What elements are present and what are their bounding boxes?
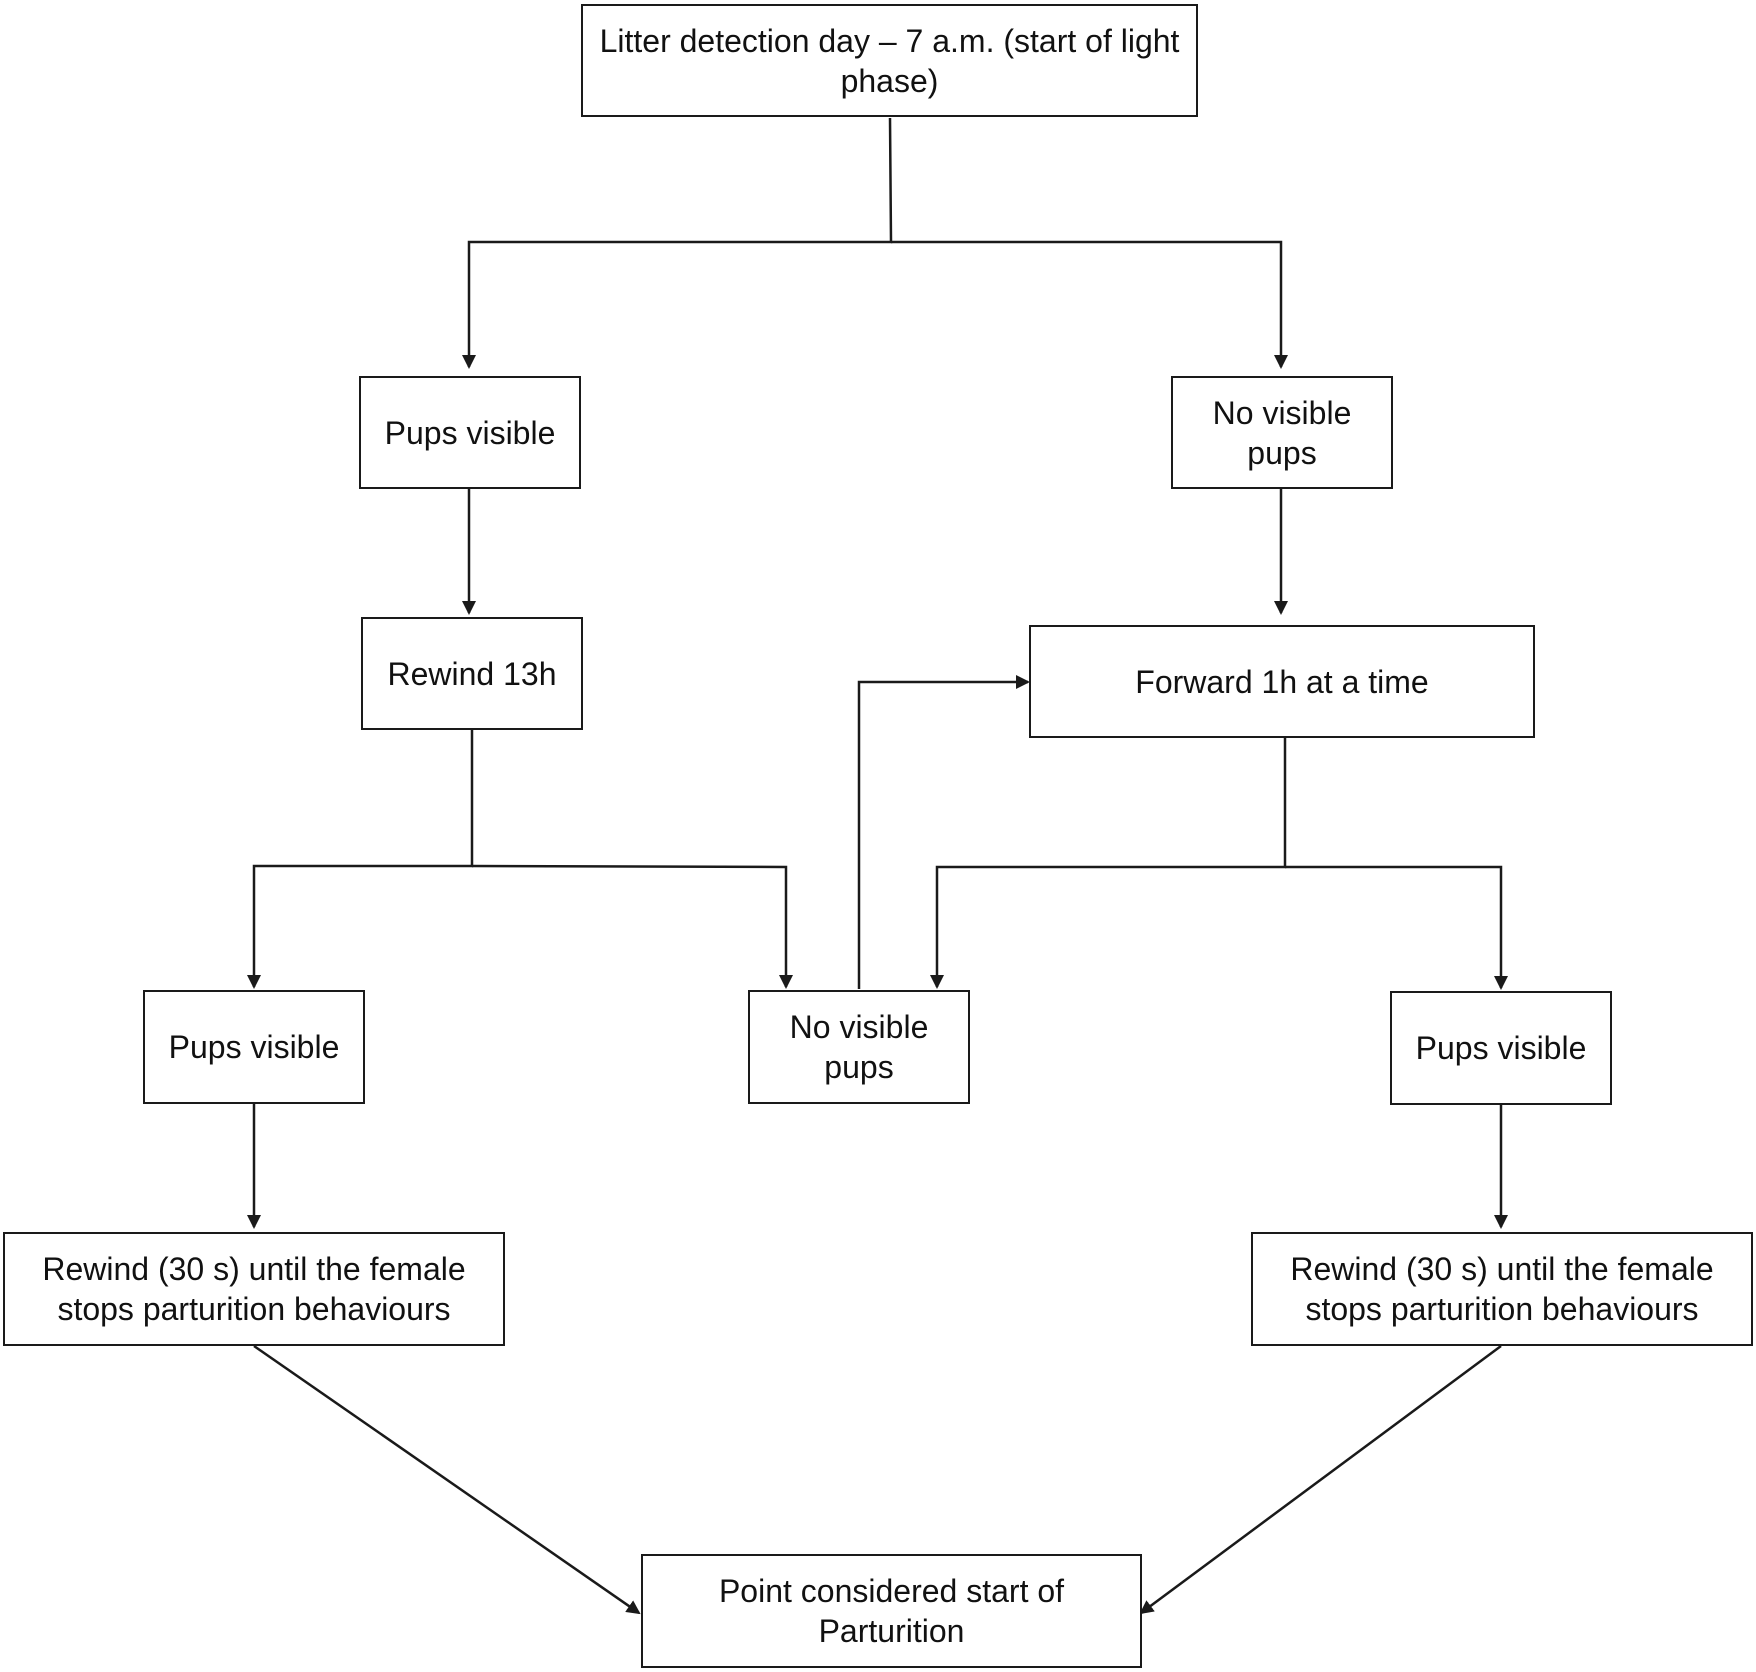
edge-rewind-13h-to-no-visible-pups-2 [471,864,793,989]
node-start-label: Litter detection day – 7 a.m. (start of … [599,22,1180,99]
node-pups-visible-1-label: Pups visible [384,414,556,451]
edge-start-to-pups-visible-1 [462,117,893,369]
node-no-visible-pups-1-label: No visible pups [1212,394,1352,471]
edge-rewind-30s-left-to-end [253,1344,641,1615]
node-rewind-30s-right: Rewind (30 s) until the female stops par… [1251,1232,1753,1346]
node-pups-visible-3: Pups visible [1390,991,1612,1105]
edge-rewind-13h-to-pups-visible-2 [247,730,474,989]
node-pups-visible-2-label: Pups visible [168,1029,340,1065]
node-end: Point considered start of Parturition [641,1554,1142,1668]
node-pups-visible-3-label: Pups visible [1415,1030,1587,1066]
node-no-visible-pups-2-label: No visible pups [789,1009,929,1085]
node-forward-1h-label: Forward 1h at a time [1135,663,1429,700]
node-rewind-30s-right-label: Rewind (30 s) until the female stops par… [1290,1251,1714,1327]
node-rewind-13h: Rewind 13h [361,617,583,730]
node-rewind-30s-left: Rewind (30 s) until the female stops par… [3,1232,505,1346]
node-pups-visible-1: Pups visible [359,376,581,489]
node-start: Litter detection day – 7 a.m. (start of … [581,4,1198,117]
edge-rewind-30s-right-to-end [1139,1344,1502,1615]
node-rewind-13h-label: Rewind 13h [387,655,557,692]
node-forward-1h: Forward 1h at a time [1029,625,1535,738]
node-pups-visible-2: Pups visible [143,990,365,1104]
edge-no-visible-pups-2-to-forward-1h [857,675,1030,989]
edge-forward-1h-to-pups-visible-3 [1285,865,1508,990]
node-no-visible-pups-2: No visible pups [748,990,970,1104]
node-no-visible-pups-1: No visible pups [1171,376,1393,489]
edge-forward-1h-to-no-visible-pups-2 [930,738,1287,989]
node-end-label: Point considered start of Parturition [718,1573,1065,1649]
edge-start-to-no-visible-pups-1 [891,240,1288,369]
node-rewind-30s-left-label: Rewind (30 s) until the female stops par… [42,1251,466,1327]
